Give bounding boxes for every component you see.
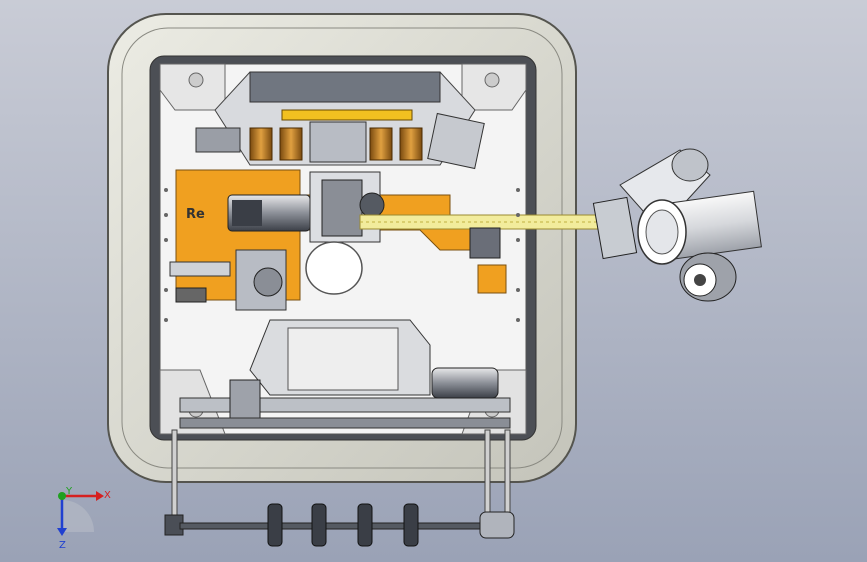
end-effector xyxy=(592,148,762,302)
top-gear-housing xyxy=(195,71,485,170)
x-axis-label: X xyxy=(104,490,111,501)
bottom-rail xyxy=(179,367,511,429)
y-axis-label: Y xyxy=(65,486,73,497)
effector-wheel xyxy=(679,252,737,302)
wheel-axle-assembly xyxy=(164,429,515,547)
plate-lettering: Re xyxy=(186,207,205,222)
y-axis-dot xyxy=(58,492,66,500)
fastener-row xyxy=(164,188,520,322)
center-port xyxy=(305,241,363,295)
z-axis-label: Z xyxy=(59,540,66,551)
bottom-battery-block xyxy=(249,319,431,396)
copper-coils xyxy=(249,127,423,161)
left-actuator xyxy=(169,249,287,311)
axis-triad: X Y Z xyxy=(57,486,111,551)
drive-motor-assembly xyxy=(227,171,385,243)
linear-rail xyxy=(359,214,601,259)
